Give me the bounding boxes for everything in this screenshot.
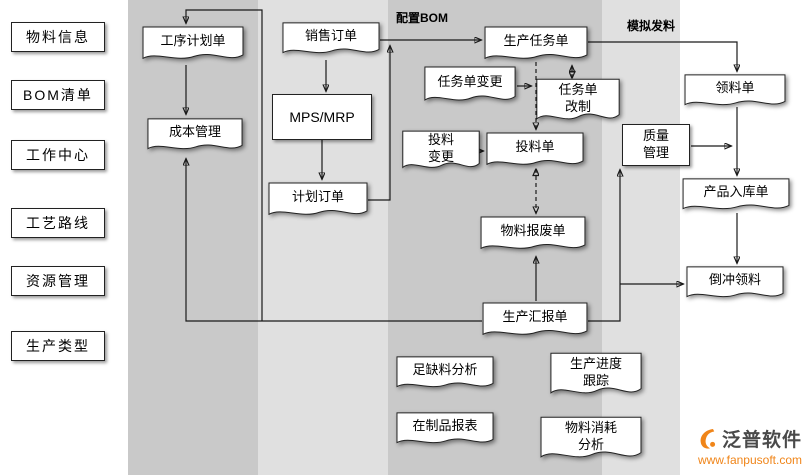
node-production-task: 生产任务单 [484, 26, 588, 64]
sidebar-label: 资源管理 [26, 273, 90, 289]
node-label: 任务单改制 [558, 81, 598, 114]
background-band [128, 0, 258, 475]
node-label: 任务单变更 [437, 74, 503, 90]
node-label: 产品入库单 [703, 184, 769, 200]
node-process-plan: 工序计划单 [142, 26, 244, 64]
edge-label-simulated-issue: 模拟发料 [627, 19, 676, 33]
node-label: 投料单 [515, 139, 555, 155]
node-label: 销售订单 [304, 28, 357, 44]
sidebar-item-process-route: 工艺路线 [11, 208, 105, 238]
document-shape [396, 356, 494, 392]
fanpu-logo-icon [700, 428, 716, 449]
node-label: 投料变更 [427, 131, 454, 164]
vendor-url[interactable]: www.fanpusoft.com [697, 453, 802, 467]
sidebar-label: 物料信息 [26, 29, 90, 45]
node-progress-tracking: 生产进度跟踪 [550, 352, 642, 400]
node-wip-report: 在制品报表 [396, 412, 494, 448]
node-feed-order: 投料单 [486, 132, 584, 170]
node-cost-management: 成本管理 [147, 118, 243, 154]
document-shape [540, 416, 642, 464]
node-label: 物料消耗分析 [564, 419, 617, 452]
sidebar-item-production-type: 生产类型 [11, 331, 105, 361]
background-band [258, 0, 388, 475]
sidebar-item-material-info: 物料信息 [11, 22, 105, 52]
node-label: 生产任务单 [503, 33, 569, 49]
sidebar-label: 工艺路线 [26, 215, 90, 231]
document-shape [424, 66, 516, 106]
node-planned-order: 计划订单 [268, 182, 368, 220]
sidebar-label: 生产类型 [26, 338, 90, 354]
node-label: 成本管理 [168, 124, 221, 140]
node-quality-management: 质量管理 [622, 124, 690, 166]
node-task-change: 任务单变更 [424, 66, 516, 106]
node-product-inbound: 产品入库单 [682, 178, 790, 214]
node-backflush: 倒冲领料 [686, 266, 784, 302]
document-shape [282, 22, 380, 58]
document-shape [147, 118, 243, 154]
document-shape [486, 132, 584, 170]
node-label: 物料报废单 [500, 223, 566, 239]
sidebar-item-work-center: 工作中心 [11, 140, 105, 170]
document-shape [536, 78, 620, 126]
node-label: 领料单 [715, 80, 755, 96]
document-shape [482, 302, 588, 340]
sidebar-item-bom-list: BOM清单 [11, 80, 105, 110]
node-label: 生产汇报单 [502, 309, 568, 325]
document-shape [396, 412, 494, 448]
document-shape [550, 352, 642, 400]
sidebar-label: BOM清单 [23, 87, 93, 103]
node-material-requisition: 领料单 [684, 74, 786, 110]
node-shortage-analysis: 足缺料分析 [396, 356, 494, 392]
node-label: 质量管理 [642, 128, 669, 160]
node-consumption-analysis: 物料消耗分析 [540, 416, 642, 464]
node-label: 生产进度跟踪 [569, 355, 622, 388]
node-label: 计划订单 [291, 189, 344, 205]
document-shape [484, 26, 588, 64]
document-shape [684, 74, 786, 110]
node-mps-mrp: MPS/MRP [272, 94, 372, 140]
node-label: MPS/MRP [289, 108, 355, 125]
vendor-name: 泛普软件 [721, 430, 802, 451]
node-production-report: 生产汇报单 [482, 302, 588, 340]
vendor-logo[interactable]: 泛普软件 www.fanpusoft.com [698, 425, 802, 467]
node-feed-change: 投料变更 [402, 130, 480, 174]
document-shape [142, 26, 244, 64]
node-task-rework: 任务单改制 [536, 78, 620, 126]
node-label: 在制品报表 [412, 418, 478, 434]
node-label: 足缺料分析 [412, 362, 478, 378]
node-sales-order: 销售订单 [282, 22, 380, 58]
sidebar-label: 工作中心 [26, 147, 90, 163]
document-shape [268, 182, 368, 220]
edge-label-configure-bom: 配置BOM [396, 11, 448, 25]
node-label: 工序计划单 [160, 33, 226, 49]
node-label: 倒冲领料 [708, 272, 761, 288]
document-shape [480, 216, 586, 254]
sidebar-item-resource-mgmt: 资源管理 [11, 266, 105, 296]
node-material-scrap: 物料报废单 [480, 216, 586, 254]
document-shape [686, 266, 784, 302]
document-shape [402, 130, 480, 174]
document-shape [682, 178, 790, 214]
